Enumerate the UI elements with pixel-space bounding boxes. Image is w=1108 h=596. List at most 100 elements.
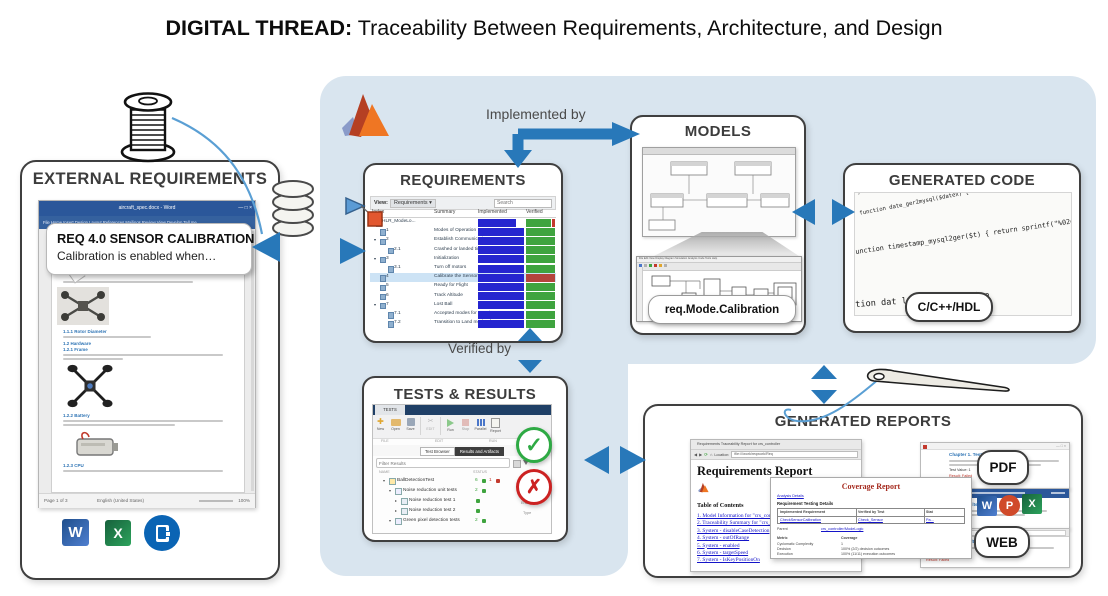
report-button[interactable]: Report [488,417,503,438]
test-tree-row[interactable]: ▸ Noise reduction test 2 [375,506,543,516]
drone-photo [57,287,109,325]
filter-results-input[interactable] [376,458,510,468]
toc-link[interactable]: 2. Traceability Summary for "crs_co [697,520,776,527]
verified-by-label: Verified by [448,341,512,356]
test-tree-row[interactable]: ▾ Green pixel detection tests 2 [375,516,543,526]
run-button[interactable]: Run [443,417,458,438]
word-language[interactable]: English (United States) [97,498,144,503]
toc-link[interactable]: 1. Model Information for "crs_contro [697,513,778,519]
pdf-format-badge: PDF [977,450,1029,485]
requirements-search-input[interactable] [494,198,552,208]
parallel-button[interactable]: Parallel [473,417,488,438]
test-fail-icon: ✗ [516,469,552,505]
word-page-count: Page 1 of 3 [44,498,68,503]
word-icon: W [977,496,997,516]
word-statusbar: Page 1 of 3 English (United States) 100% [39,493,255,508]
toc-link[interactable]: 6. System - targetSpeed [697,550,749,557]
coverage-row-link[interactable]: CheckSensorCalibration [780,517,821,522]
word-scrollbar[interactable] [251,231,254,491]
test-tree-row[interactable]: ▾ Noise reduction unit tests 2 [375,486,543,496]
open-button[interactable]: Open [388,417,403,438]
location-input[interactable]: file:///work/reqwork/Req [731,450,858,459]
text-line [63,358,123,360]
word-window-controls[interactable]: — □ × [238,205,252,211]
col-summary[interactable]: Summary [434,209,456,215]
toc-link[interactable]: 5. System - enabled [697,542,740,549]
stop-button[interactable]: Stop [458,417,473,438]
tab-test-browser[interactable]: Test Browser [419,447,455,456]
arrow-right-icon [620,446,646,474]
new-test-button[interactable]: ✚New [376,417,385,431]
refresh-icon[interactable]: ⟳ [704,451,708,457]
coverage-row-link[interactable]: Pa... [926,517,934,522]
simulink-toolbar [637,263,801,271]
save-results-icon[interactable] [513,460,521,468]
cut-button[interactable]: ✂EDIT [426,418,435,431]
arrow-left-icon [584,446,609,474]
arrow-right-icon [832,199,855,225]
view-tabs: Test Browser Results and Artifacts [373,445,551,456]
tab-results-artifacts[interactable]: Results and Artifacts [454,447,504,456]
col-name[interactable]: NAME [379,470,390,474]
coverage-row-link[interactable]: Check_Sensor [858,517,883,522]
outlook-icon [144,515,180,551]
tab-tests[interactable]: TESTS [375,405,405,415]
drone-image [67,364,113,408]
col-implemented[interactable]: Implemented [478,209,507,215]
window-controls[interactable]: — □ × [1056,443,1066,448]
requirements-title: REQUIREMENTS [400,172,526,189]
page-title-lead: DIGITAL THREAD: [165,16,353,40]
test-tree-row[interactable]: ▸ Noise reduction test 1 [375,496,543,506]
report-browser-tab[interactable]: Requirements Traceability Report for crs… [691,440,861,450]
save-button[interactable]: Save [403,417,418,438]
callout-title: REQ 4.0 SENSOR CALIBRATION [57,231,255,246]
coverage-value: Coverage [841,536,858,540]
word-zoom-slider[interactable] [199,500,233,502]
col-status[interactable]: STATUS [473,470,487,474]
toc-link[interactable]: 4. System - outOfRange [697,535,750,542]
word-zoom-level[interactable]: 100% [238,498,250,503]
toc-title: Table of Contents [697,502,744,509]
models-panel: MODELS [630,115,806,335]
table-row[interactable]: ▾ HLR_ModeLo... [370,218,556,227]
arrow-up-icon [518,328,542,341]
test-tree-row[interactable]: ▾ BallDetectionTest 6 1 [375,476,543,486]
filter-funnel-icon[interactable] [523,460,529,465]
toolstrip: TESTS [373,405,551,415]
col-verified[interactable]: Verified [526,209,543,215]
requirement-callout: REQ 4.0 SENSOR CALIBRATION Calibration i… [46,223,255,275]
database-icon [272,180,314,237]
caret-right-icon: ▸ [395,497,398,503]
toc-link[interactable]: 7. System - IsKeyPositionOn [697,557,760,564]
forward-icon[interactable]: ▶ [699,452,703,457]
view-dropdown[interactable]: Requirements ▾ [390,198,436,208]
caret-right-icon: ▸ [395,507,398,513]
back-icon[interactable]: ◀ [694,452,698,457]
arrow-left-icon [792,199,815,225]
matlab-logo-icon [342,94,389,137]
callout-body: Calibration is enabled when… [57,249,217,263]
test-manager-window: TESTS ✚New Open Save ✂EDIT Run Stop Para… [372,404,552,534]
home-icon[interactable]: ⌂ [709,452,713,457]
report-chapter-heading: Chapter 1. Test Results [949,452,1000,457]
coverage-value: 100% (2/2) decision outcomes [841,547,890,551]
test-pass-icon: ✓ [516,427,552,463]
folder-icon [390,418,401,426]
coverage-metric-label: Cyclomatic Complexity [777,542,814,546]
report-icon [491,418,500,428]
toc-link[interactable]: 3. System - disableCaseDetection [697,527,770,534]
coverage-parent-link[interactable]: crs_controller/ModeLogic [821,527,864,531]
coverage-link[interactable]: Analysis Details [777,494,804,498]
web-format-badge: WEB [974,526,1030,558]
